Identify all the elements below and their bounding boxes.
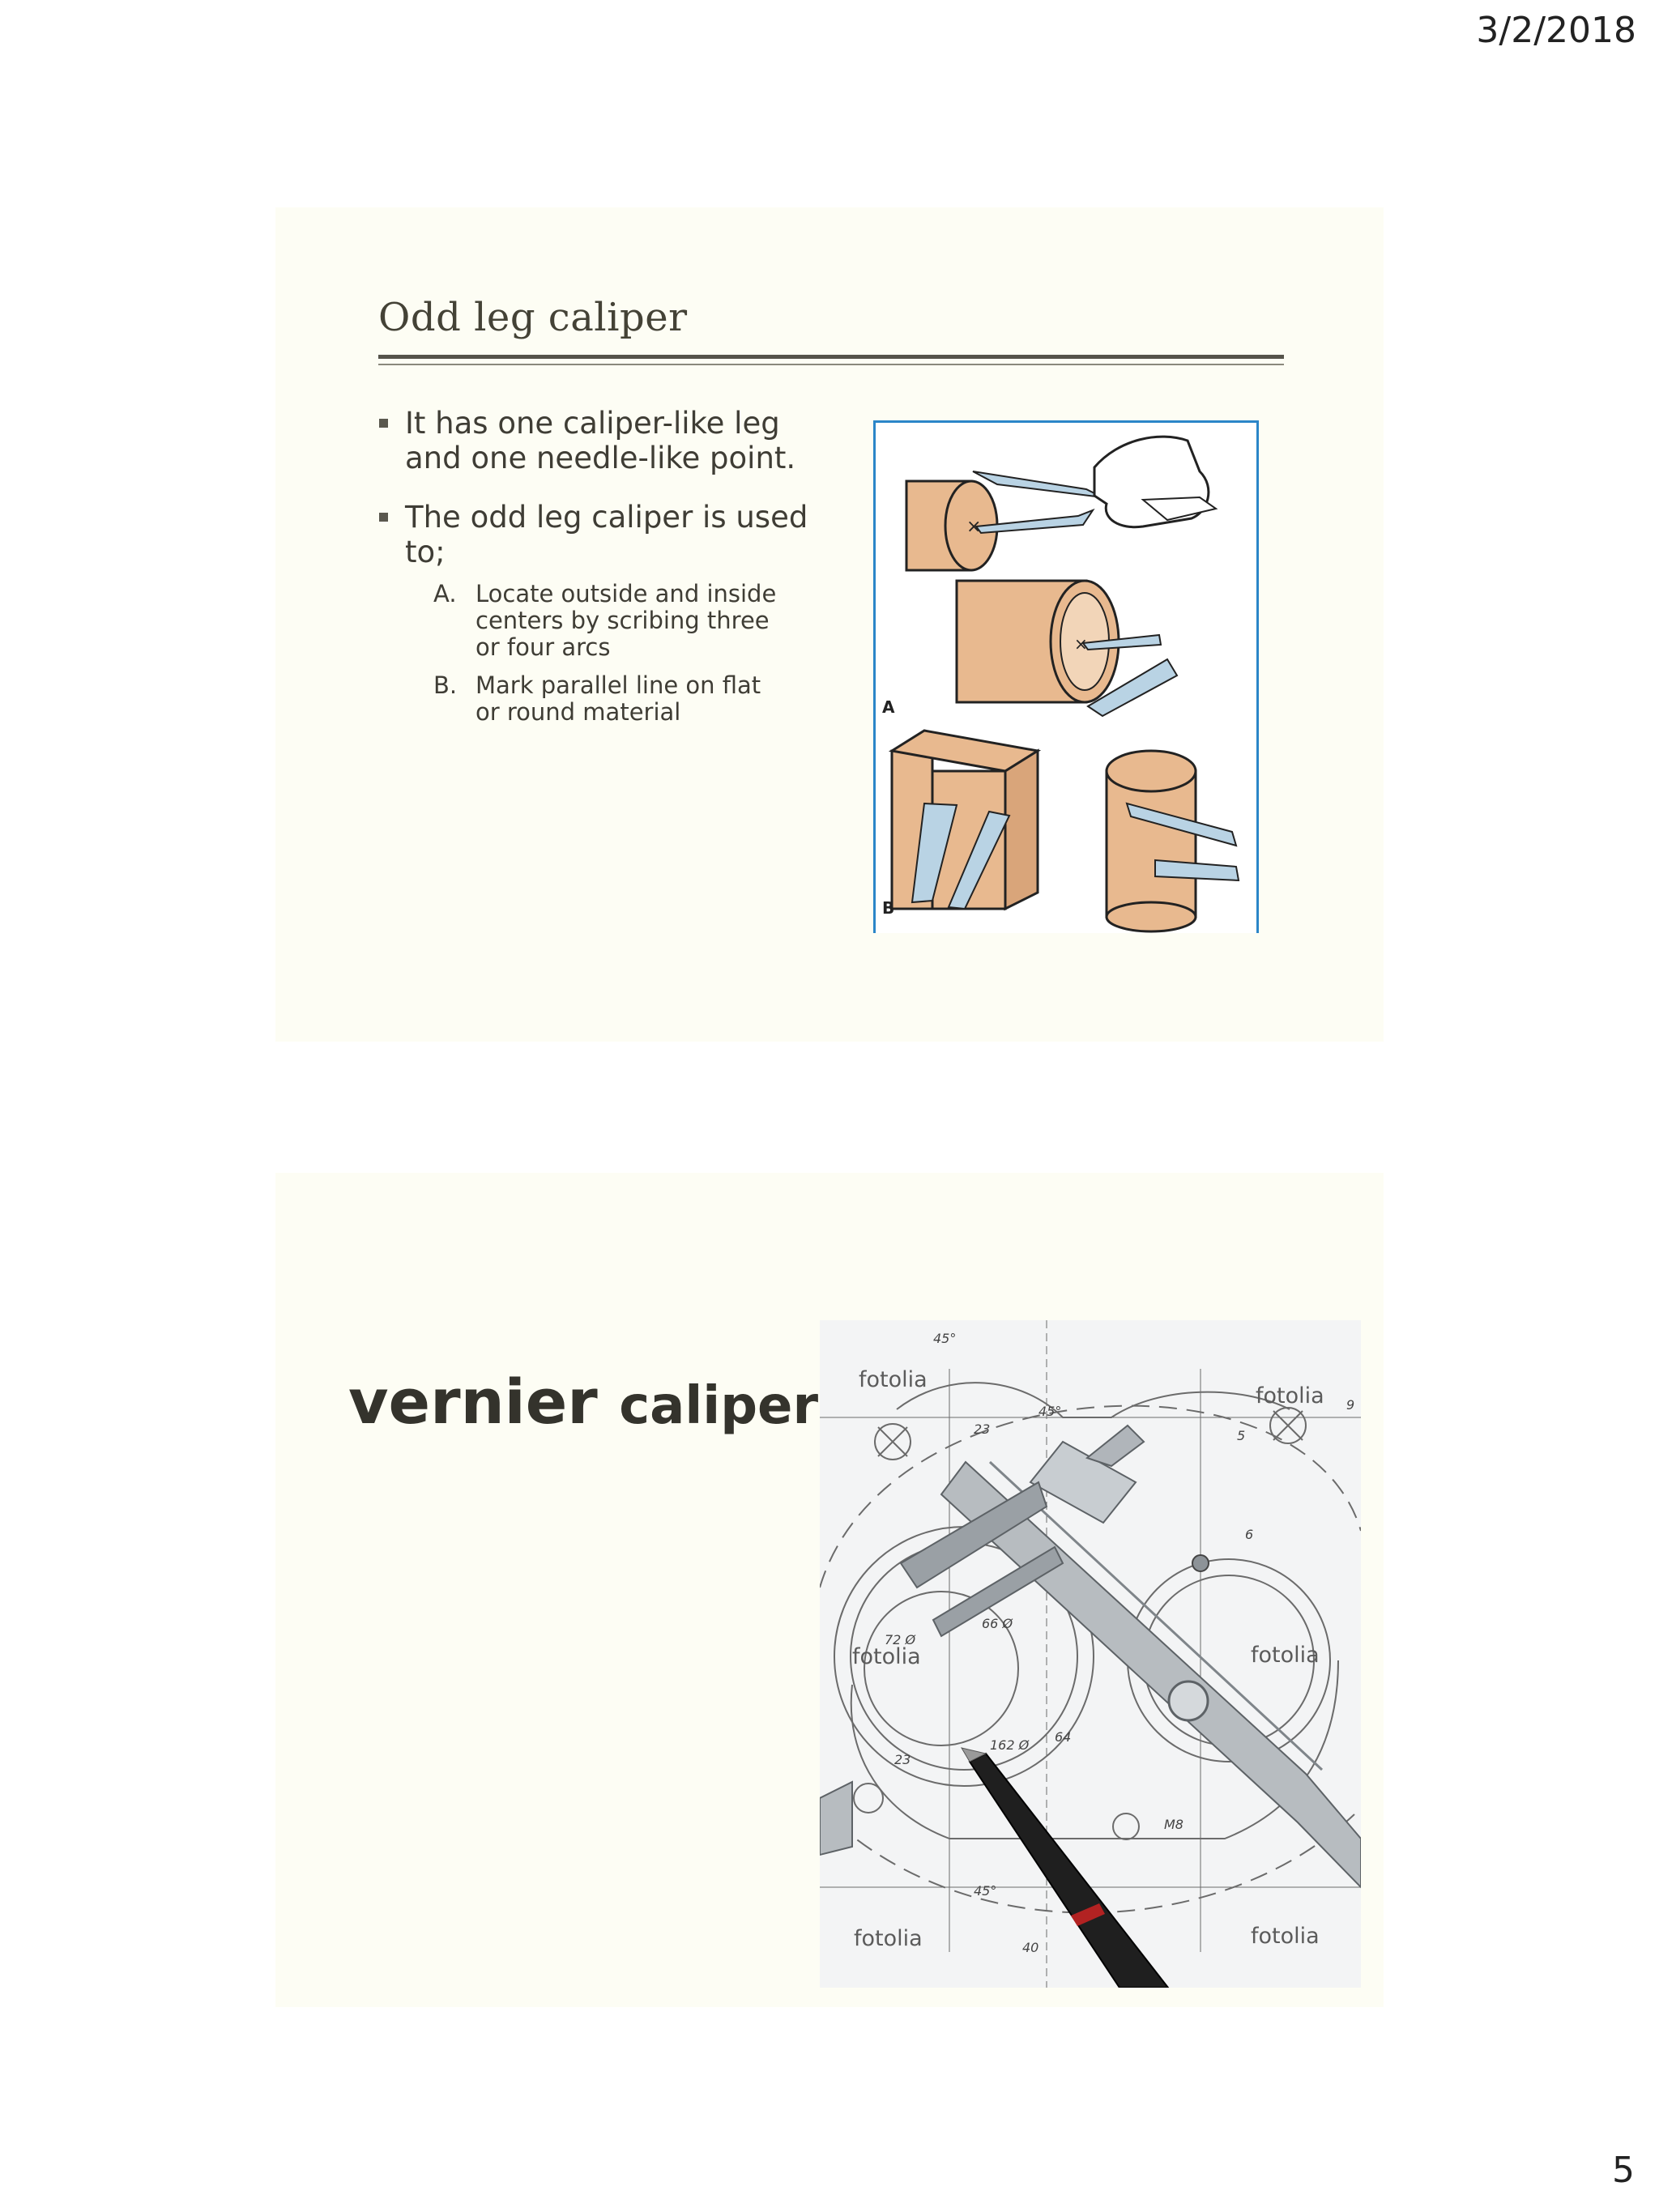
dimension-label: 23: [894, 1752, 911, 1767]
svg-text:×: ×: [966, 517, 981, 537]
dimension-label: 45°: [1038, 1404, 1061, 1419]
dimension-label: 45°: [974, 1883, 996, 1899]
bullet-text: The odd leg caliper is used to;: [405, 500, 808, 569]
bullet-square-icon: [379, 419, 388, 428]
bullet-item: It has one caliper-like leg and one need…: [377, 406, 830, 475]
slide-title-part1: vernier: [348, 1366, 620, 1438]
ruler-edge: [820, 1780, 853, 1856]
bullet-square-icon: [379, 513, 388, 522]
pencil-object: [960, 1747, 1170, 1988]
dimension-label: 6: [1245, 1527, 1253, 1542]
dimension-label: 162 Ø: [990, 1737, 1030, 1753]
slide-title-part2: caliper: [619, 1376, 818, 1436]
figure-label-b: B: [882, 898, 894, 918]
slide-odd-leg-caliper: Odd leg caliper It has one caliper-like …: [275, 207, 1384, 1042]
vernier-caliper-photo: 45° 23 45° 6 66 Ø 72 Ø 162 Ø 64 23 M8 45…: [820, 1320, 1361, 1988]
page-number: 5: [1612, 2150, 1635, 2191]
cylinder-bottom-illustration: ×: [955, 579, 1179, 718]
bullet-list: It has one caliper-like leg and one need…: [377, 406, 830, 737]
round-stock-illustration: [1105, 749, 1240, 933]
dimension-label: 66 Ø: [982, 1616, 1013, 1631]
block-illustration: [888, 729, 1042, 911]
dimension-label: M8: [1164, 1817, 1183, 1832]
title-rule: [378, 355, 1284, 359]
odd-leg-caliper-illustration: × × A: [873, 420, 1259, 933]
sub-item-letter: A.: [433, 580, 457, 607]
title-rule-thin: [378, 364, 1284, 365]
caliper-object: [899, 1424, 1361, 1889]
dimension-labels: 45° 23 45° 6 66 Ø 72 Ø 162 Ø 64 23 M8 45…: [885, 1331, 1354, 1955]
dimension-label: 9: [1346, 1397, 1354, 1413]
figure-label-a: A: [882, 697, 895, 717]
slide-title: vernier caliper: [348, 1366, 818, 1438]
watermark-text: fotolia: [852, 1644, 921, 1669]
dimension-label: 45°: [933, 1331, 956, 1346]
dimension-label: 40: [1022, 1940, 1038, 1955]
dimension-label: 5: [1237, 1428, 1245, 1443]
dimension-label: 72 Ø: [885, 1632, 915, 1647]
watermark-text: fotolia: [854, 1926, 923, 1951]
cylinder-top-illustration: ×: [905, 435, 1218, 572]
sub-item-letter: B.: [433, 671, 458, 699]
bullet-text: It has one caliper-like leg and one need…: [405, 406, 796, 475]
slide-title: Odd leg caliper: [378, 295, 688, 340]
sub-item: A. Locate outside and inside centers by …: [433, 581, 790, 661]
sub-item: B. Mark parallel line on flat or round m…: [433, 672, 790, 726]
sub-item-text: Mark parallel line on flat or round mate…: [476, 671, 761, 726]
bullet-item: The odd leg caliper is used to;: [377, 500, 830, 569]
slide-vernier-caliper: vernier caliper: [275, 1173, 1384, 2007]
svg-text:×: ×: [1074, 634, 1088, 654]
sub-item-text: Locate outside and inside centers by scr…: [476, 580, 777, 661]
header-date: 3/2/2018: [1476, 10, 1636, 51]
watermark-text: fotolia: [1251, 1924, 1320, 1949]
dimension-label: 64: [1055, 1729, 1071, 1745]
sub-list: A. Locate outside and inside centers by …: [433, 581, 790, 726]
watermark-text: fotolia: [1251, 1643, 1320, 1668]
watermark-text: fotolia: [859, 1367, 928, 1392]
dimension-label: 23: [974, 1421, 990, 1437]
watermark-text: fotolia: [1256, 1383, 1324, 1409]
